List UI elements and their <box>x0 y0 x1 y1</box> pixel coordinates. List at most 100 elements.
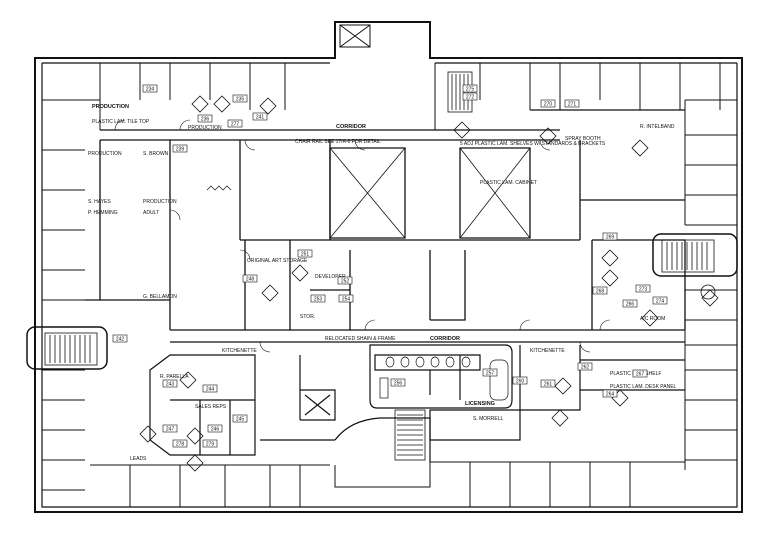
label-plastic-lam-desk-panel: PLASTIC LAM. DESK PANEL <box>610 384 677 390</box>
top-office-partitions <box>42 24 721 130</box>
label-r-parella: R. PARELLA <box>160 374 189 380</box>
room-tag-248: 248 <box>242 274 258 283</box>
room-tag-278: 278 <box>172 439 188 448</box>
room-tag-245: 245 <box>232 414 248 423</box>
label-corridor-bottom: CORRIDOR <box>430 336 460 342</box>
room-number: 239 <box>176 147 185 153</box>
room-number: 275 <box>466 87 475 93</box>
room-tag-268: 268 <box>592 286 608 295</box>
room-number: 272 <box>466 95 475 101</box>
room-tag-247: 247 <box>162 424 178 433</box>
room-number: 236 <box>201 117 210 123</box>
room-tag-242: 242 <box>112 334 128 343</box>
label-kitchenette-right: KITCHENETTE <box>530 348 565 354</box>
room-tag-272: 272 <box>462 92 478 101</box>
label-production: PRODUCTION <box>92 104 129 110</box>
room-tag-244: 244 <box>202 384 218 393</box>
left-office-partitions <box>42 149 85 491</box>
open-areas <box>329 147 531 239</box>
label-ac-room: A/C ROOM <box>640 316 665 322</box>
room-number: 274 <box>656 299 665 305</box>
label-developer: DEVELOPER <box>315 274 346 280</box>
label-relocated-wall: RELOCATED SHAIN & FRAME <box>325 336 396 342</box>
label-licensing: LICENSING <box>465 401 495 407</box>
room-number: 254 <box>342 297 351 303</box>
room-tag-261: 261 <box>540 379 556 388</box>
room-number: 251 <box>301 252 310 258</box>
room-tag-275: 275 <box>462 84 478 93</box>
room-number: 247 <box>166 427 175 433</box>
room-number: 253 <box>314 297 323 303</box>
label-kitchenette-left: KITCHENETTE <box>222 348 257 354</box>
room-number: 278 <box>176 442 185 448</box>
room-number: 266 <box>626 302 635 308</box>
room-number: 246 <box>211 427 220 433</box>
room-number-tags: 234 235 236 239 241 242 243 244 245 246 247 248 251 2… <box>112 84 668 448</box>
label-r-intelband: R. INTELBAND <box>640 124 675 130</box>
interior-walls <box>85 109 686 343</box>
room-number: 279 <box>206 442 215 448</box>
label-spray-booth: SPRAY BOOTH <box>565 136 601 142</box>
door-swings <box>114 119 611 353</box>
label-corridor-top: CORRIDOR <box>336 124 366 130</box>
room-number: 271 <box>568 102 577 108</box>
room-tag-264: 264 <box>602 389 618 398</box>
bottom-office-partitions <box>90 461 685 507</box>
label-g-bellamon: G. BELLAMON <box>143 294 177 300</box>
room-number: 241 <box>256 115 265 121</box>
label-s-morrell: S. MORRELL <box>473 416 504 422</box>
room-tag-243: 243 <box>162 379 178 388</box>
label-plastic-lam-top: PLASTIC LAM. TILE TOP <box>92 119 150 125</box>
room-number: 243 <box>166 382 175 388</box>
room-tag-254: 254 <box>338 294 354 303</box>
label-sales-reps: SALES REPS <box>195 404 227 410</box>
room-number: 248 <box>246 277 255 283</box>
room-number: 260 <box>516 379 525 385</box>
break-symbol <box>206 185 232 191</box>
room-tag-252: 252 <box>337 276 353 285</box>
room-tag-257: 257 <box>482 368 498 377</box>
room-number: 262 <box>581 365 590 371</box>
room-number: 264 <box>606 392 615 398</box>
stair-left <box>26 326 108 370</box>
room-number: 235 <box>236 97 245 103</box>
room-tag-235: 235 <box>232 94 248 103</box>
room-tag-241: 241 <box>252 112 268 121</box>
room-tag-273: 273 <box>635 284 651 293</box>
room-number: 257 <box>486 371 495 377</box>
detail-callouts <box>139 95 719 472</box>
label-production-2: PRODUCTION <box>188 125 222 131</box>
stair-right <box>652 233 738 277</box>
stair-bottom <box>394 409 426 461</box>
room-number: 261 <box>544 382 553 388</box>
label-adult: ADULT <box>143 210 159 216</box>
room-tag-269: 269 <box>602 232 618 241</box>
room-tag-274: 274 <box>652 296 668 305</box>
room-tag-251: 251 <box>297 249 313 258</box>
room-number: 277 <box>231 122 240 128</box>
building-outline <box>34 21 743 513</box>
label-p-hemming: P. HEMMING <box>88 210 118 216</box>
room-tag-239: 239 <box>172 144 188 153</box>
room-tag-246: 246 <box>207 424 223 433</box>
room-number: 242 <box>116 337 125 343</box>
label-adj-shelves: 5 ADJ PLASTIC LAM. SHELVES W/ STANDARDS … <box>460 141 606 147</box>
room-number: 273 <box>639 287 648 293</box>
room-tag-236: 236 <box>197 114 213 123</box>
label-production-3: PRODUCTION <box>88 151 122 157</box>
room-number: 244 <box>206 387 215 393</box>
room-number: 234 <box>146 87 155 93</box>
label-s-brown: S. BROWN <box>143 151 169 157</box>
label-leads: LEADS <box>130 456 147 462</box>
room-tag-266: 266 <box>622 299 638 308</box>
room-tag-256: 256 <box>390 378 406 387</box>
room-number: 269 <box>606 235 615 241</box>
room-tag-267: 267 <box>632 369 648 378</box>
restroom-fixtures <box>379 356 509 401</box>
right-office-partitions <box>684 99 737 470</box>
room-tag-260: 260 <box>512 376 528 385</box>
room-tag-271: 271 <box>564 99 580 108</box>
room-tag-279: 279 <box>202 439 218 448</box>
room-number: 256 <box>394 381 403 387</box>
